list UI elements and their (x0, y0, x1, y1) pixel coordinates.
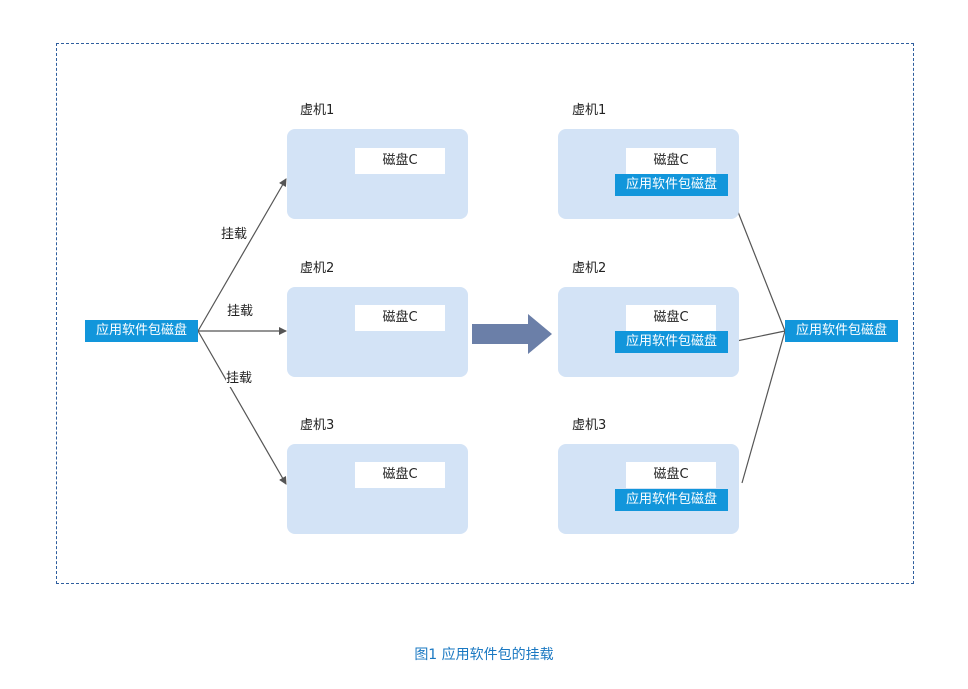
left-vm1: 磁盘C (287, 129, 468, 219)
left-vm2-disk-c: 磁盘C (355, 305, 445, 331)
transition-arrow-shape (472, 314, 552, 354)
source-package-disk: 应用软件包磁盘 (85, 320, 198, 342)
right-vm1: 磁盘C 应用软件包磁盘 (558, 129, 739, 219)
mount-label-vm1: 挂载 (221, 227, 248, 243)
right-vm2-disk-c: 磁盘C (626, 305, 716, 331)
left-vm3: 磁盘C (287, 444, 468, 534)
left-vm3-label: 虚机3 (300, 418, 335, 433)
figure-caption: 图1 应用软件包的挂载 (414, 647, 554, 663)
link-line-vm3 (741, 330, 786, 484)
left-vm2-label: 虚机2 (300, 261, 335, 276)
left-vm1-label: 虚机1 (300, 103, 335, 118)
right-vm1-package-disk: 应用软件包磁盘 (615, 174, 728, 196)
mount-arrow-vm3 (197, 330, 287, 485)
right-vm1-label: 虚机1 (572, 103, 607, 118)
transition-arrow (472, 314, 552, 354)
left-vm3-disk-c: 磁盘C (355, 462, 445, 488)
mount-label-vm2: 挂载 (227, 304, 254, 320)
right-vm3: 磁盘C 应用软件包磁盘 (558, 444, 739, 534)
mount-label-vm3: 挂载 (226, 371, 253, 387)
right-vm3-disk-c: 磁盘C (626, 462, 716, 488)
right-vm3-package-disk: 应用软件包磁盘 (615, 489, 728, 511)
right-vm2-label: 虚机2 (572, 261, 607, 276)
mount-arrow-vm1 (197, 178, 287, 332)
right-vm1-disk-c: 磁盘C (626, 148, 716, 174)
left-vm2: 磁盘C (287, 287, 468, 377)
right-vm2-package-disk: 应用软件包磁盘 (615, 331, 728, 353)
left-vm1-disk-c: 磁盘C (355, 148, 445, 174)
right-vm2: 磁盘C 应用软件包磁盘 (558, 287, 739, 377)
diagram-frame (56, 43, 914, 584)
target-package-disk: 应用软件包磁盘 (785, 320, 898, 342)
right-vm3-label: 虚机3 (572, 418, 607, 433)
